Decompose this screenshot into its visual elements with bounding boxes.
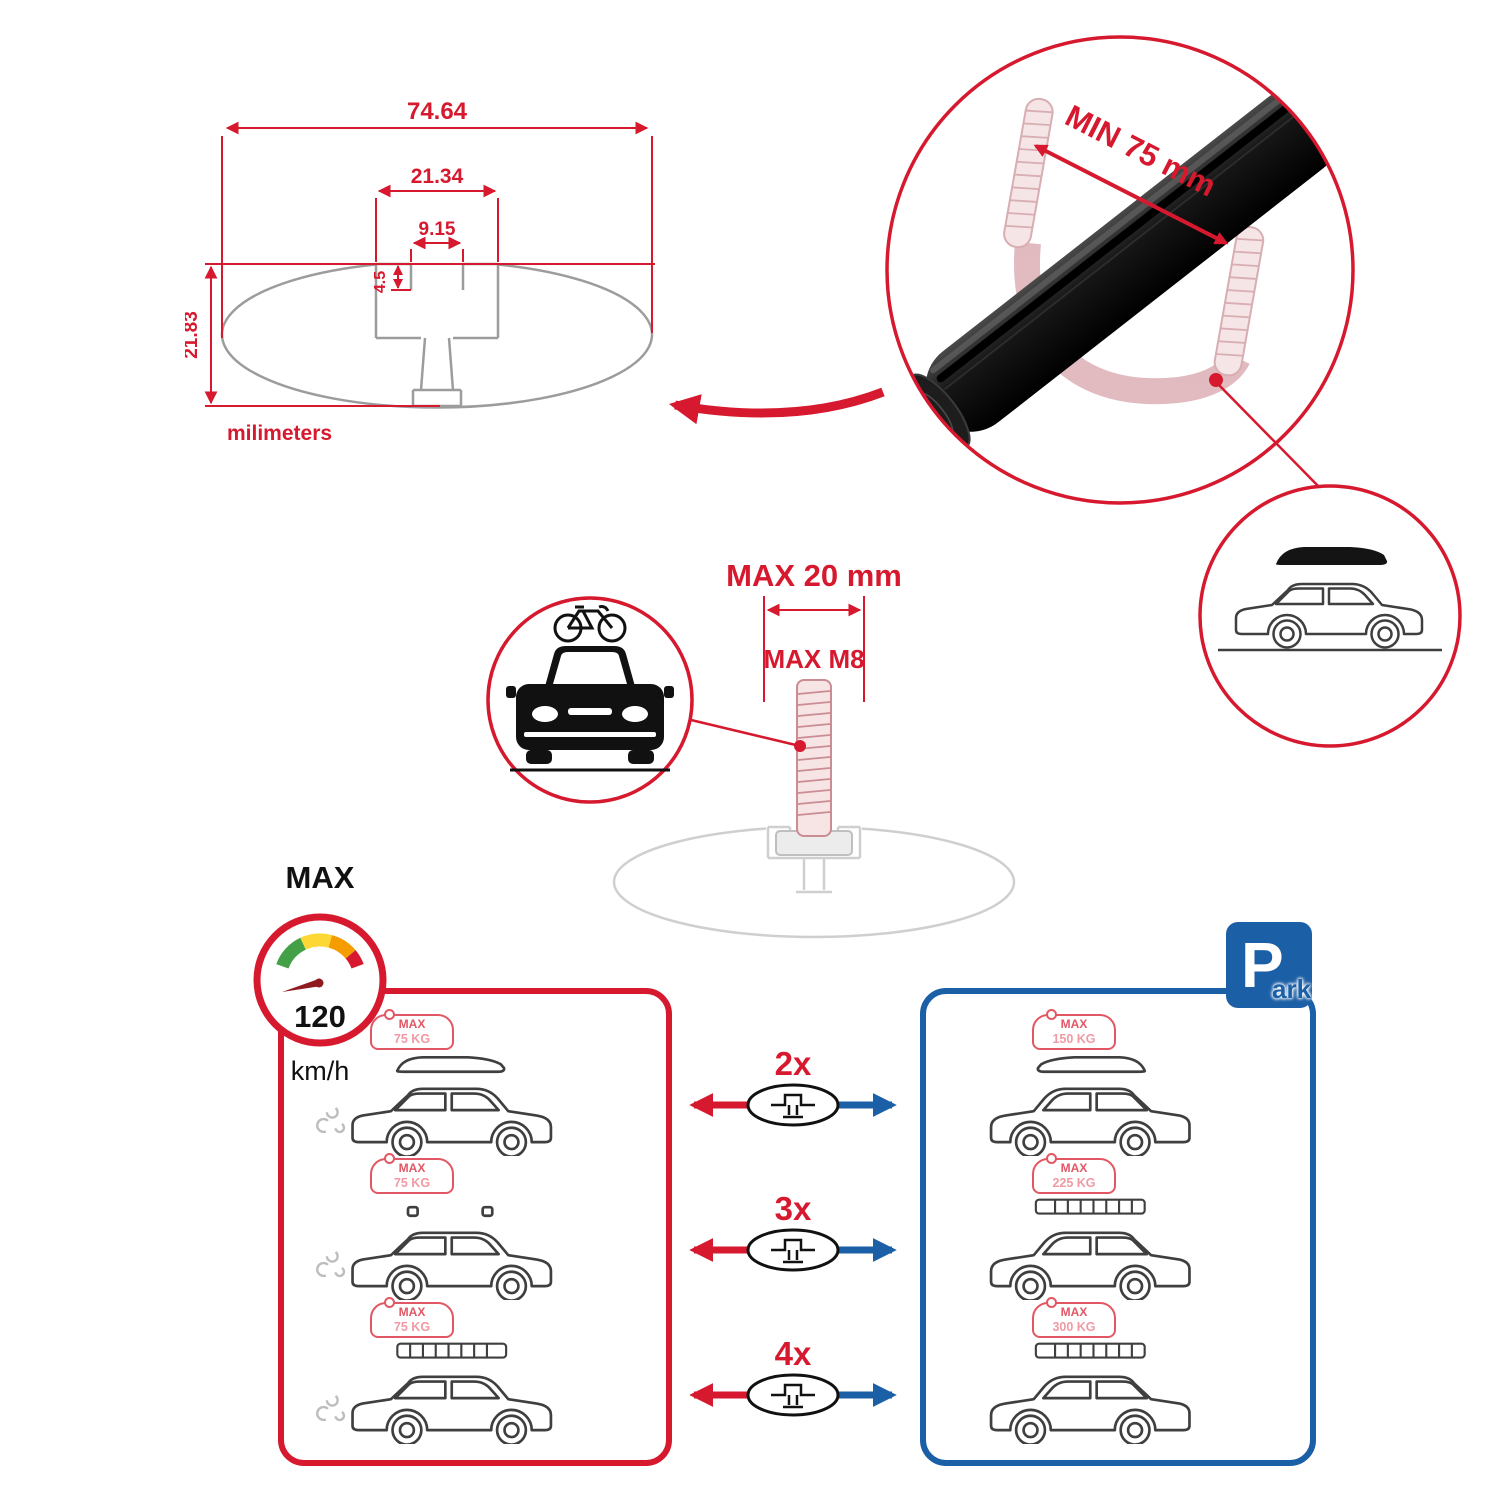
car-basket-icon — [989, 1198, 1191, 1300]
suv-roofbox-circle — [1198, 484, 1462, 748]
tag-dot-icon — [1046, 1153, 1057, 1164]
car-row: MAX 75 KG — [312, 1153, 612, 1300]
car-row: MAX 75 KG — [312, 1297, 612, 1444]
tag-weight-label: 300 KG — [1052, 1319, 1096, 1334]
tag-weight-label: 225 KG — [1052, 1175, 1096, 1190]
tag-max-label: MAX — [1060, 1305, 1088, 1319]
load-tag: MAX 150 KG — [1032, 1009, 1116, 1051]
tag-dot-icon — [384, 1297, 395, 1308]
speed-units-label: km/h — [290, 1056, 350, 1086]
t-bolt-diagram: MAX 20 mm MAX M8 — [612, 558, 1016, 939]
multiplier-label: 3x — [775, 1192, 812, 1227]
car-basket-icon — [316, 1342, 553, 1444]
multiplier-label: 4x — [775, 1337, 812, 1372]
bolt-max-thread-label: MAX M8 — [763, 644, 864, 674]
tag-max-label: MAX — [1060, 1017, 1088, 1031]
park-sign-letter: P — [1241, 929, 1284, 1001]
faded-profile-icon — [612, 820, 1016, 939]
car-roofbox-icon — [989, 1056, 1191, 1156]
multiplier-label: 2x — [775, 1047, 812, 1082]
dim-width-channel: 21.34 — [411, 165, 464, 188]
car-basket-icon — [989, 1342, 1191, 1444]
tag-weight-label: 75 KG — [393, 1031, 431, 1046]
callout-dot — [1209, 373, 1223, 387]
tag-dot-icon — [384, 1153, 395, 1164]
tag-max-label: MAX — [398, 1161, 426, 1175]
load-tag: MAX 300 KG — [1032, 1297, 1116, 1339]
dimension-lines — [204, 121, 655, 407]
car-row: MAX 225 KG — [974, 1153, 1274, 1300]
car-row: MAX 75 KG — [312, 1009, 612, 1156]
speed-value: 120 — [294, 999, 346, 1034]
car-row: MAX 300 KG — [974, 1297, 1274, 1444]
pointer-arrow-icon — [668, 387, 885, 425]
crossbar-oval-icon — [746, 1373, 840, 1417]
speed-max-label: MAX — [285, 860, 355, 895]
driving-panel: MAX 75 KG MAX 75 KG MAX 75 KG — [278, 988, 672, 1466]
load-tag: MAX 75 KG — [370, 1297, 454, 1339]
car-row: MAX 150 KG — [974, 1009, 1274, 1156]
crossbar-count-row: 4x — [689, 1337, 897, 1417]
tag-weight-label: 75 KG — [393, 1175, 431, 1190]
suv-with-roofbox-icon — [1218, 547, 1442, 652]
parking-panel: MAX 150 KG MAX 225 KG MAX 300 KG — [920, 988, 1316, 1466]
car-front-icon — [506, 646, 674, 772]
crossbar-count-row: 3x — [689, 1192, 897, 1272]
crossbar-detail-circle: MIN 75 mm — [885, 35, 1355, 505]
crossbar-count-row: 2x — [689, 1047, 897, 1127]
car-roofbars-icon — [316, 1205, 553, 1300]
tag-dot-icon — [1046, 1297, 1057, 1308]
cross-section-diagram: 74.64 21.34 9.15 4.5 21.83 milimeters — [185, 98, 655, 445]
crossbar-oval-icon — [746, 1083, 840, 1127]
park-sign: P ark — [1226, 922, 1312, 1008]
load-tag: MAX 225 KG — [1032, 1153, 1116, 1195]
tag-weight-label: 150 KG — [1052, 1031, 1096, 1046]
bolt-max-width-label: MAX 20 mm — [726, 558, 902, 593]
park-sign-rest: ark — [1272, 974, 1312, 1004]
tag-max-label: MAX — [1060, 1161, 1088, 1175]
dim-lip-height: 4.5 — [372, 271, 389, 293]
callout-line — [690, 718, 806, 752]
tag-dot-icon — [1046, 1009, 1057, 1020]
units-label: milimeters — [227, 422, 332, 445]
dim-width-total: 74.64 — [407, 98, 468, 125]
speed-gauge-icon: 120 — [253, 913, 387, 1047]
tag-weight-label: 75 KG — [393, 1319, 431, 1334]
tag-max-label: MAX — [398, 1305, 426, 1319]
tag-dot-icon — [384, 1009, 395, 1020]
car-bike-circle — [486, 596, 694, 804]
dim-width-opening: 9.15 — [419, 219, 456, 240]
dim-height-total: 21.83 — [185, 311, 202, 359]
crossbar-profile-icon — [220, 262, 654, 409]
callout-line — [1215, 381, 1323, 491]
crossbar-oval-icon — [746, 1228, 840, 1272]
bike-icon — [553, 605, 627, 643]
tag-max-label: MAX — [398, 1017, 426, 1031]
load-tag: MAX 75 KG — [370, 1153, 454, 1195]
t-bolt-icon — [796, 679, 832, 837]
load-tag: MAX 75 KG — [370, 1009, 454, 1051]
